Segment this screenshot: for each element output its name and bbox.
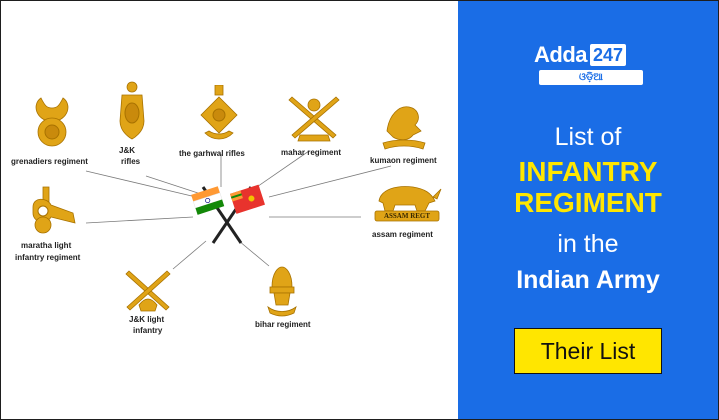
regiment-label-jk-light-1: J&K light xyxy=(129,315,165,324)
regiment-label-jk-rifles-2: rifles xyxy=(121,157,141,166)
star-cross-badge-icon xyxy=(200,85,238,140)
lion-badge-icon xyxy=(382,106,426,150)
title-panel: Adda 247 ଓଡ଼ିଆ List of INFANTRY REGIMENT… xyxy=(458,1,718,419)
star-cross-badge-icon xyxy=(119,81,145,140)
regiment-label-garhwal: the garhwal rifles xyxy=(179,149,245,158)
brand-name: Adda xyxy=(534,41,588,67)
regiment-label-jk-rifles-1: J&K xyxy=(119,146,136,155)
crossed-flags-icon xyxy=(191,184,265,244)
regiment-diagram-panel: grenadiers regiment J&K rifles the garhw… xyxy=(1,1,458,419)
crossed-rifles-badge-icon xyxy=(288,96,340,142)
assam-scroll-text: ASSAM REGT xyxy=(383,212,431,220)
title-line-3: REGIMENT xyxy=(514,187,662,218)
crossed-rifles-badge-icon xyxy=(125,270,171,312)
title-line-2: INFANTRY xyxy=(518,156,658,187)
bugle-badge-icon xyxy=(32,186,76,234)
connector-lines xyxy=(85,150,392,270)
brand-logo-row: Adda 247 xyxy=(534,41,644,68)
brand-number: 247 xyxy=(590,43,627,66)
brand-sub-label: ଓଡ଼ିଆ xyxy=(539,70,643,85)
regiment-label-mahar: mahar regiment xyxy=(281,148,342,157)
regiment-label-kumaon: kumaon regiment xyxy=(370,156,437,165)
lion-capital-badge-icon xyxy=(267,266,297,317)
regiment-label-assam: assam regiment xyxy=(372,230,433,239)
regiment-label-maratha-2: infantry regiment xyxy=(15,253,81,262)
regiment-label-maratha-1: maratha light xyxy=(21,241,72,250)
regiment-label-jk-light-2: infantry xyxy=(133,326,163,335)
regiment-label-grenadiers: grenadiers regiment xyxy=(11,157,88,166)
title-line-4: in the xyxy=(557,230,619,258)
title-line-1: List of xyxy=(554,123,622,151)
regiment-label-bihar: bihar regiment xyxy=(255,320,311,329)
grenade-badge-icon xyxy=(35,97,69,147)
brand-logo: Adda 247 ଓଡ଼ିଆ xyxy=(534,41,644,89)
title-line-5: Indian Army xyxy=(516,266,660,294)
their-list-button[interactable]: Their List xyxy=(514,328,662,374)
rhino-badge-icon xyxy=(374,186,442,222)
